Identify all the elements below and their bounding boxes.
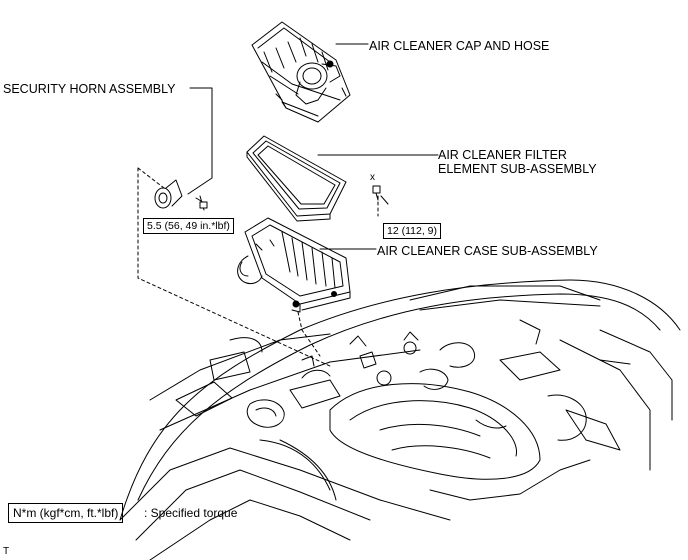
corner-mark: T xyxy=(3,546,10,557)
label-air-cleaner-filter-line1: AIR CLEANER FILTER xyxy=(438,148,567,162)
torque-box-horn-bolt: 5.5 (56, 49 in.*lbf) xyxy=(143,218,234,234)
case-bolt-drawing xyxy=(372,185,389,205)
vehicle-engine-bay-drawing xyxy=(119,279,681,560)
torque-box-case-bolt: 12 (112, 9) xyxy=(383,223,442,239)
air-cleaner-cap-drawing xyxy=(251,21,351,123)
security-horn-drawing xyxy=(154,87,213,211)
x-mark-label: x xyxy=(370,172,375,183)
label-air-cleaner-cap-and-hose: AIR CLEANER CAP AND HOSE xyxy=(369,39,550,53)
air-cleaner-case-drawing xyxy=(237,217,351,313)
air-cleaner-filter-drawing xyxy=(246,135,347,222)
legend-description: : Specified torque xyxy=(144,506,238,520)
legend-unit-box: N*m (kgf*cm, ft.*lbf) xyxy=(8,503,124,523)
label-air-cleaner-case-sub-assembly: AIR CLEANER CASE SUB-ASSEMBLY xyxy=(377,244,598,258)
label-security-horn-assembly: SECURITY HORN ASSEMBLY xyxy=(3,82,176,96)
label-air-cleaner-filter-line2: ELEMENT SUB-ASSEMBLY xyxy=(438,162,597,176)
horn-alignment-dashed-line xyxy=(137,167,331,367)
